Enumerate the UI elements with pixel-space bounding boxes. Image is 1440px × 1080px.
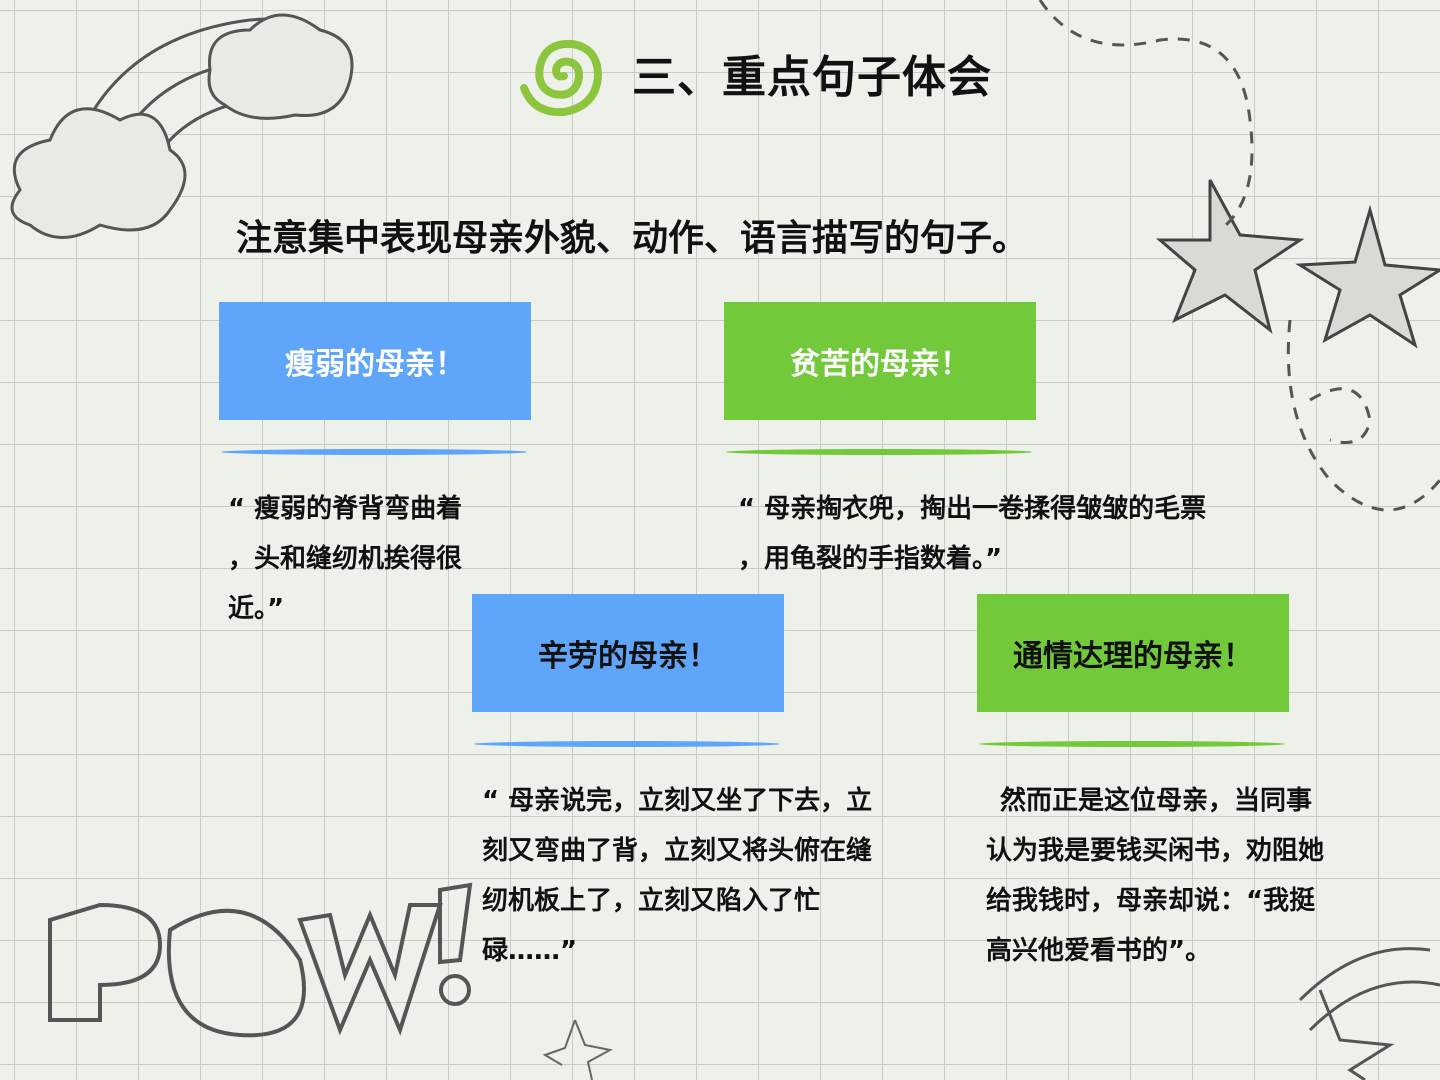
quote-line: “ 瘦弱的脊背弯曲着 bbox=[228, 494, 463, 524]
card-label-hardworking-mother: 辛劳的母亲！ bbox=[472, 594, 784, 712]
card-label-poor-mother: 贫苦的母亲！ bbox=[724, 302, 1036, 420]
quote-line: 近。” bbox=[228, 594, 285, 624]
rainbow-sketch bbox=[58, 17, 331, 211]
page-subtitle: 注意集中表现母亲外貌、动作、语言描写的句子。 bbox=[236, 218, 1029, 259]
dashed-trail-sketch bbox=[1038, 0, 1440, 512]
quote-line: 纫机板上了，立刻又陷入了忙 bbox=[482, 886, 821, 916]
quote-line: 给我钱时，母亲却说：“我挺 bbox=[986, 886, 1316, 916]
card-underline bbox=[474, 741, 780, 747]
card-quote-reasonable-mother: 然而正是这位母亲，当同事 认为我是要钱买闲书，劝阻她 给我钱时，母亲却说：“我挺… bbox=[986, 776, 1324, 976]
quote-line: 碌……” bbox=[482, 936, 578, 966]
card-quote-hardworking-mother: “ 母亲说完，立刻又坐了下去，立 刻又弯曲了背，立刻又将头俯在缝 纫机板上了，立… bbox=[482, 776, 872, 976]
quote-line: 认为我是要钱买闲书，劝阻她 bbox=[986, 836, 1325, 866]
spiral-icon bbox=[520, 39, 603, 117]
card-label-reasonable-mother: 通情达理的母亲！ bbox=[977, 594, 1289, 712]
stars-sketch bbox=[1155, 179, 1440, 349]
cloud-right-sketch bbox=[207, 13, 354, 120]
card-underline bbox=[726, 449, 1032, 455]
card-label-frail-mother: 瘦弱的母亲！ bbox=[219, 302, 531, 420]
quote-line: 刻又弯曲了背，立刻又将头俯在缝 bbox=[482, 836, 873, 866]
quote-line: “ 母亲掏衣兜，掏出一卷揉得皱皱的毛票 bbox=[738, 494, 1207, 524]
card-quote-poor-mother: “ 母亲掏衣兜，掏出一卷揉得皱皱的毛票 ，用龟裂的手指数着。” bbox=[738, 484, 1206, 584]
quote-line: 高兴他爱看书的”。 bbox=[986, 936, 1212, 966]
page-title: 三、重点句子体会 bbox=[632, 52, 992, 103]
quote-line: ，头和缝纫机挨得很 bbox=[228, 544, 463, 574]
card-quote-frail-mother: “ 瘦弱的脊背弯曲着 ，头和缝纫机挨得很 近。” bbox=[228, 484, 462, 634]
quote-line: ，用龟裂的手指数着。” bbox=[738, 544, 1003, 574]
cloud-left-sketch bbox=[10, 107, 187, 239]
pow-sketch bbox=[48, 882, 473, 1038]
card-underline bbox=[221, 449, 527, 455]
quote-line: 然而正是这位母亲，当同事 bbox=[1000, 786, 1313, 816]
small-burst-sketch bbox=[542, 1019, 613, 1080]
card-underline bbox=[979, 741, 1285, 747]
quote-line: “ 母亲说完，立刻又坐了下去，立 bbox=[482, 786, 873, 816]
